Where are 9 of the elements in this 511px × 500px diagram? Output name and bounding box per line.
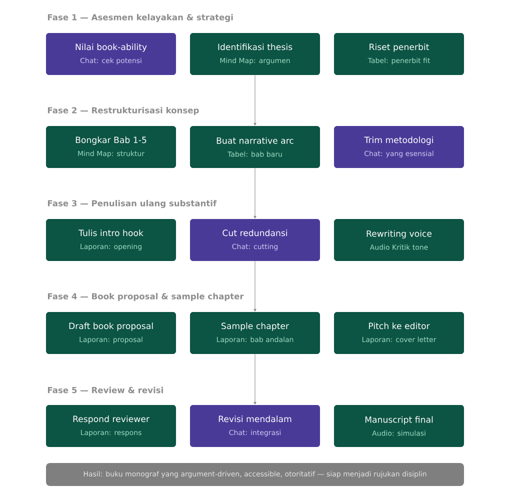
phase-heading: Fase 1 — Asesmen kelayakan & strategi bbox=[48, 14, 233, 22]
phase-heading: Fase 4 — Book proposal & sample chapter bbox=[48, 292, 244, 301]
arrow bbox=[254, 260, 256, 312]
phase-heading: Fase 5 — Review & revisi bbox=[48, 386, 163, 394]
phase-heading: Fase 3 — Penulisan ulang substantif bbox=[48, 200, 217, 208]
arrow bbox=[254, 354, 256, 404]
arrow bbox=[254, 74, 256, 126]
arrow bbox=[254, 168, 256, 218]
phase-heading: Fase 2 — Restrukturisasi konsep bbox=[48, 106, 199, 115]
